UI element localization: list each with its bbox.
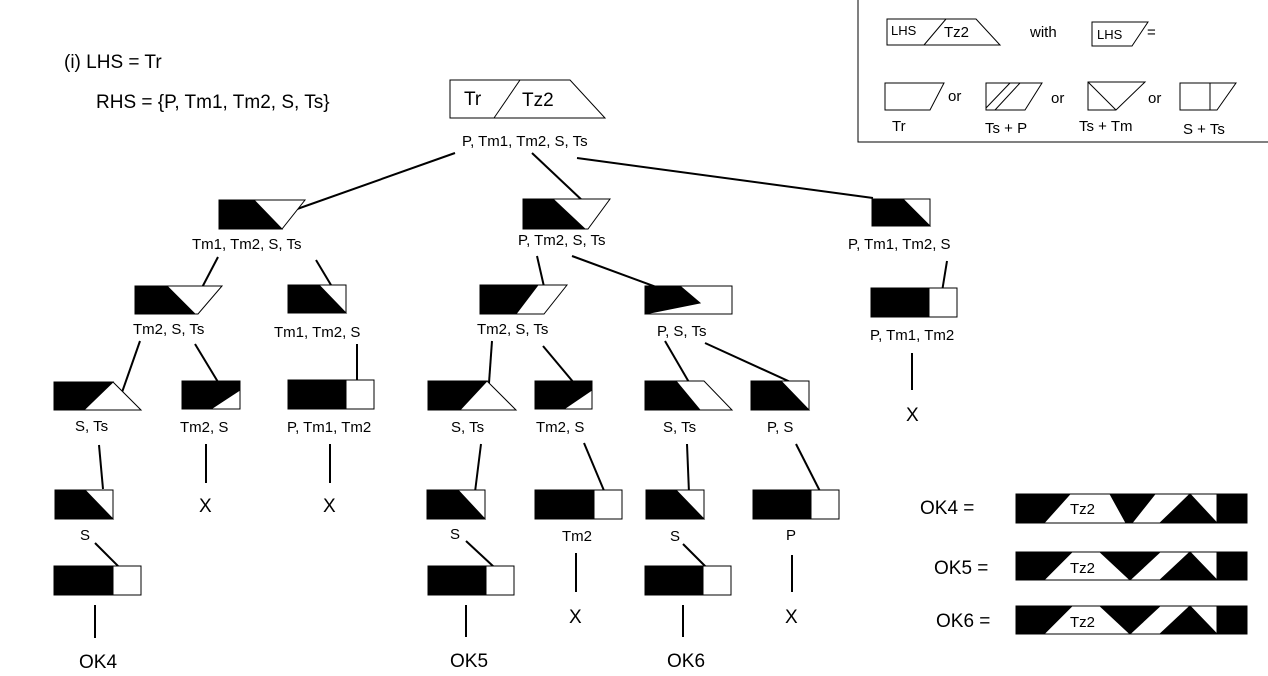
legend-option-tstm: Ts + Tm xyxy=(1079,118,1132,135)
outcome-x-1: X xyxy=(906,405,919,426)
legend-option-tsp-shape xyxy=(985,82,1043,111)
node-l4-a: S xyxy=(54,489,115,544)
node-label: S, Ts xyxy=(75,418,108,435)
node-label: P, S, Ts xyxy=(657,323,706,340)
legend-option-tr-shape xyxy=(884,82,945,111)
root-set-label: P, Tm1, Tm2, S, Ts xyxy=(462,133,588,150)
legend-with-text: with xyxy=(1029,24,1057,41)
outcome-x-3: X xyxy=(323,496,336,517)
node-label: Tm2, S xyxy=(180,419,228,436)
node-l3-f: S, Ts xyxy=(644,380,734,436)
outcome-ok5: OK5 xyxy=(450,651,488,672)
node-label: Tm2, S xyxy=(536,419,584,436)
node-label: S xyxy=(450,526,460,543)
node-l2-d: P, S, Ts xyxy=(644,285,733,340)
node-label: P, Tm2, S, Ts xyxy=(518,232,606,249)
node-label: S xyxy=(670,528,680,545)
header-lhs: (i) LHS = Tr xyxy=(64,52,162,73)
node-label: Tm2, S, Ts xyxy=(477,321,548,338)
node-label: P xyxy=(786,527,796,544)
legend-or-1: or xyxy=(948,88,961,105)
outcome-ok6: OK6 xyxy=(667,651,705,672)
node-l4-d: S xyxy=(645,489,706,545)
result-label: OK4 = xyxy=(920,498,974,519)
legend-lhs-label: LHS xyxy=(1097,27,1123,42)
legend-option-tr: Tr xyxy=(892,118,906,135)
node-l4-b: S xyxy=(426,489,487,543)
node-l5-b xyxy=(427,565,515,596)
node-l4-e: P xyxy=(752,489,840,544)
result-band-label: Tz2 xyxy=(1070,501,1095,518)
node-l3-d: S, Ts xyxy=(427,380,518,436)
node-label: Tm1, Tm2, S xyxy=(274,324,360,341)
node-label: Tm2 xyxy=(562,528,592,545)
node-l2-c: Tm2, S, Ts xyxy=(477,284,569,338)
result-label: OK5 = xyxy=(934,558,988,579)
root-left-label: Tr xyxy=(464,89,482,110)
legend-option-tsp: Ts + P xyxy=(985,120,1027,137)
node-l1-right: P, Tm1, Tm2, S xyxy=(848,198,951,253)
node-l2-b: Tm1, Tm2, S xyxy=(274,284,360,341)
node-l5-a xyxy=(53,565,142,596)
legend-lhs-text: LHS xyxy=(891,23,917,38)
node-l1-middle: P, Tm2, S, Ts xyxy=(518,198,611,249)
outcome-x-2: X xyxy=(199,496,212,517)
node-l1-left: Tm1, Tm2, S, Ts xyxy=(192,199,307,253)
node-label: P, Tm1, Tm2, S xyxy=(848,236,951,253)
legend-tz2-text: Tz2 xyxy=(944,24,969,41)
result-ok5: OK5 = Tz2 xyxy=(934,551,1248,581)
node-label: S xyxy=(80,527,90,544)
node-l2-e: P, Tm1, Tm2 xyxy=(870,287,958,344)
result-label: OK6 = xyxy=(936,611,990,632)
node-l3-g: P, S xyxy=(750,380,811,436)
node-label: P, Tm1, Tm2 xyxy=(870,327,954,344)
legend-frame xyxy=(857,0,1268,143)
node-label: S, Ts xyxy=(663,419,696,436)
result-ok4: OK4 = Tz2 xyxy=(920,493,1248,524)
node-l3-e: Tm2, S xyxy=(534,380,593,436)
legend-equals: = xyxy=(1147,24,1156,41)
node-l5-c xyxy=(644,565,732,596)
result-ok6: OK6 = Tz2 xyxy=(936,605,1248,635)
outcome-x-4: X xyxy=(569,607,582,628)
legend-option-sts: S + Ts xyxy=(1183,121,1225,138)
node-label: Tm1, Tm2, S, Ts xyxy=(192,236,301,253)
outcome-x-5: X xyxy=(785,607,798,628)
node-l2-a: Tm2, S, Ts xyxy=(133,285,224,338)
node-l3-b: Tm2, S xyxy=(180,380,241,436)
node-l3-a: S, Ts xyxy=(53,381,143,435)
legend-lhs-shape: LHS xyxy=(1091,21,1149,47)
result-band-label: Tz2 xyxy=(1070,614,1095,631)
legend-or-2: or xyxy=(1051,90,1064,107)
legend-lhs-tz2-shape: LHS Tz2 xyxy=(886,18,1002,46)
legend-option-tstm-shape xyxy=(1087,81,1147,111)
result-band-label: Tz2 xyxy=(1070,560,1095,577)
legend-option-sts-shape xyxy=(1179,82,1237,111)
node-l3-c: P, Tm1, Tm2 xyxy=(287,379,375,436)
node-l4-c: Tm2 xyxy=(534,489,623,545)
header-rhs: RHS = {P, Tm1, Tm2, S, Ts} xyxy=(96,92,330,113)
node-label: Tm2, S, Ts xyxy=(133,321,204,338)
node-label: P, S xyxy=(767,419,793,436)
outcome-ok4: OK4 xyxy=(79,652,117,673)
legend-or-3: or xyxy=(1148,90,1161,107)
root-node: Tr Tz2 P, Tm1, Tm2, S, Ts xyxy=(449,79,607,150)
legend: LHS Tz2 with LHS = or Tr or Ts + P or Ts… xyxy=(857,0,1268,143)
root-right-label: Tz2 xyxy=(522,90,554,111)
node-label: P, Tm1, Tm2 xyxy=(287,419,371,436)
node-label: S, Ts xyxy=(451,419,484,436)
